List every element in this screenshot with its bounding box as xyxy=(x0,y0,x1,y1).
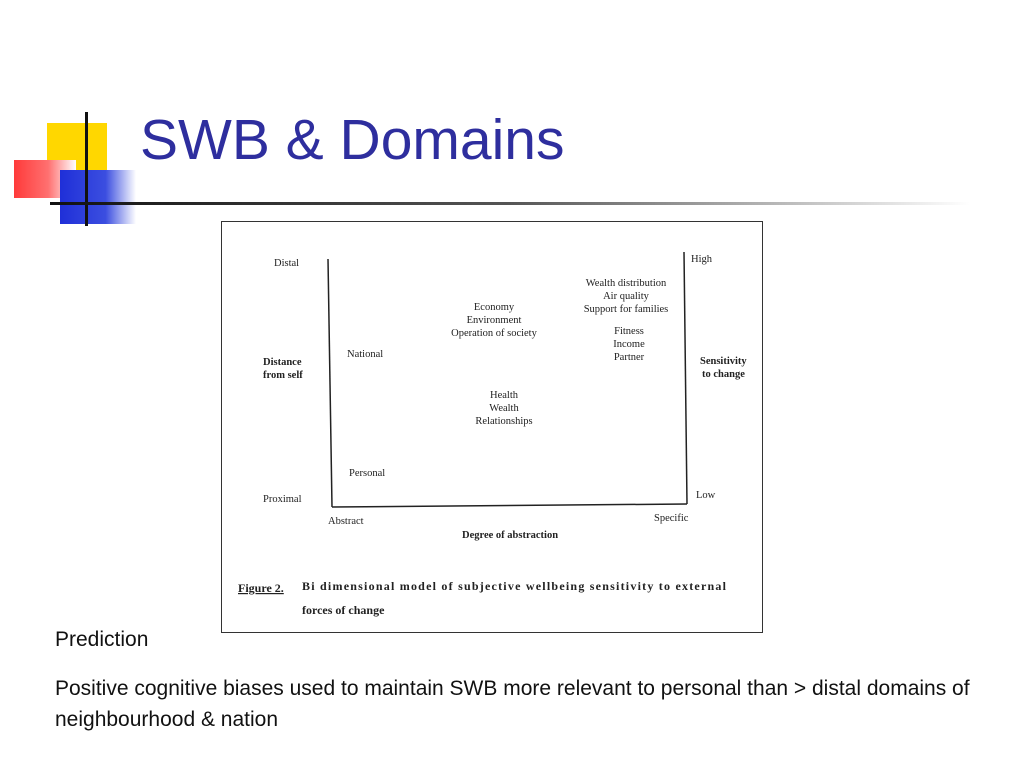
domain-wealth: Wealth xyxy=(489,403,519,414)
domain-air-quality: Air quality xyxy=(603,291,650,302)
decor-vertical-line xyxy=(85,112,88,226)
label-abstract: Abstract xyxy=(328,516,364,527)
domain-income: Income xyxy=(613,339,645,350)
label-proximal: Proximal xyxy=(263,494,302,505)
domain-economy: Economy xyxy=(474,302,515,313)
domain-operation-of-society: Operation of society xyxy=(451,328,537,339)
domain-support-for-families: Support for families xyxy=(584,304,669,315)
label-personal: Personal xyxy=(349,468,385,479)
domain-fitness: Fitness xyxy=(614,326,644,337)
caption-line2: forces of change xyxy=(302,603,385,617)
domain-wealth-distribution: Wealth distribution xyxy=(586,278,667,289)
label-sensitivity-line2: to change xyxy=(702,369,745,380)
label-distance-line2: from self xyxy=(263,370,303,381)
title-underline xyxy=(50,202,970,205)
domain-partner: Partner xyxy=(614,352,645,363)
label-high: High xyxy=(691,254,713,265)
right-axis-line xyxy=(683,251,688,505)
domain-health: Health xyxy=(490,390,519,401)
caption-label: Figure 2. xyxy=(238,581,284,595)
figure-image: Distal Distance from self Proximal High … xyxy=(221,221,763,633)
slide-title: SWB & Domains xyxy=(140,108,565,172)
label-national: National xyxy=(347,349,383,360)
caption-line1: Bi dimensional model of subjective wellb… xyxy=(302,579,727,593)
domain-relationships: Relationships xyxy=(475,416,532,427)
bottom-axis-line xyxy=(331,503,688,508)
domain-environment: Environment xyxy=(467,315,522,326)
label-sensitivity-line1: Sensitivity xyxy=(700,356,747,367)
left-axis-line xyxy=(327,258,333,508)
prediction-body: Positive cognitive biases used to mainta… xyxy=(55,677,970,731)
label-low: Low xyxy=(696,490,716,501)
figure-diagram: Distal Distance from self Proximal High … xyxy=(238,251,747,617)
label-degree-of-abstraction: Degree of abstraction xyxy=(462,530,558,541)
label-specific: Specific xyxy=(654,513,689,524)
label-distance-line1: Distance xyxy=(263,357,302,368)
prediction-heading: Prediction xyxy=(55,628,149,651)
label-distal: Distal xyxy=(274,258,299,269)
decor-blue-square xyxy=(60,170,136,224)
